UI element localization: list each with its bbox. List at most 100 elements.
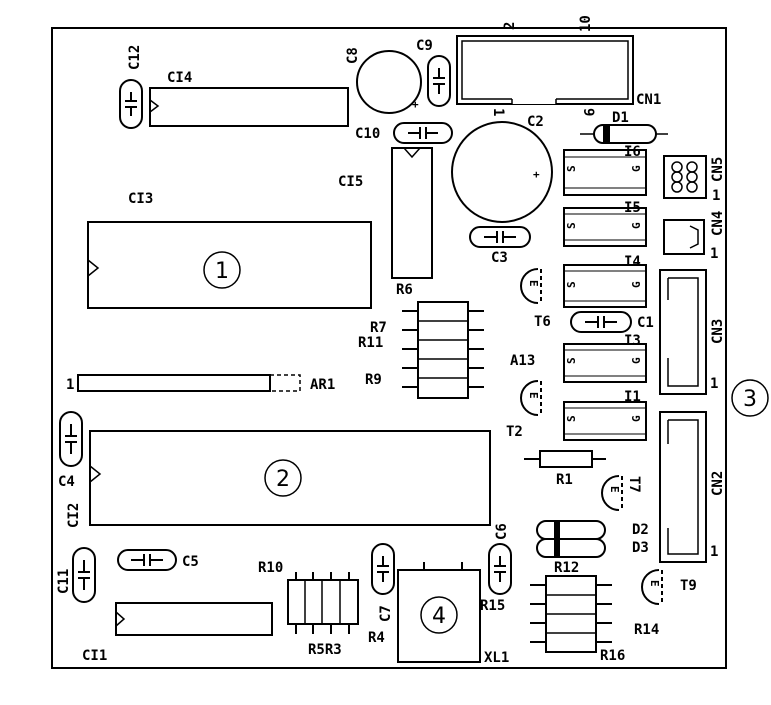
label-c11: C11 [56,569,72,594]
label-ar1-pin1: 1 [66,377,74,393]
label-ci1: CI1 [82,648,107,664]
marker-1: 1 [203,251,241,289]
capacitor-c1 [570,311,632,333]
capacitor-c5 [117,549,177,571]
label-r4: R4 [368,630,385,646]
diode-d2 [536,520,606,540]
svg-text:4: 4 [432,604,446,629]
svg-text:G: G [630,281,643,288]
ic-i6: S G [563,149,647,196]
label-ci4: CI4 [167,70,192,86]
label-r10: R10 [258,560,283,576]
label-c6: C6 [494,523,510,540]
ic-ci3 [87,221,372,309]
label-d2: D2 [632,522,649,538]
capacitor-c2: + [451,121,553,223]
label-t2: T2 [506,424,523,440]
label-d3: D3 [632,540,649,556]
label-c12: C12 [127,45,143,70]
ic-ci5 [391,147,433,279]
resistor-bank-r10 [287,572,359,634]
ic-i5: S G [563,207,647,247]
label-ar1: AR1 [310,377,335,393]
label-r15: R15 [480,598,505,614]
label-c10: C10 [355,126,380,142]
connector-cn3 [659,269,707,395]
label-cn4-pin1: 1 [710,246,718,262]
svg-text:E: E [648,580,661,587]
svg-text:G: G [630,165,643,172]
capacitor-c4 [59,411,83,467]
label-i6: I6 [624,144,641,160]
label-c7: C7 [378,605,394,622]
capacitor-c6 [488,543,512,595]
crystal-xl1 [397,562,481,663]
label-c5: C5 [182,554,199,570]
label-xl1: XL1 [484,650,509,666]
label-t6: T6 [534,314,551,330]
label-cn1-pin10: 10 [578,15,594,32]
ic-i4: S G [563,264,647,308]
transistor-t9: E [641,569,663,605]
svg-text:S: S [565,222,578,229]
ic-ci1 [115,602,273,636]
svg-text:E: E [608,486,621,493]
marker-2: 2 [264,459,302,497]
svg-text:E: E [527,392,540,399]
label-cn3: CN3 [710,319,726,344]
label-c4: C4 [58,474,75,490]
label-r16: R16 [600,648,625,664]
connector-cn5 [663,155,707,199]
label-i1: I1 [624,389,641,405]
svg-text:G: G [630,222,643,229]
label-cn5-pin1: 1 [712,188,720,204]
connector-cn1 [456,35,634,105]
connector-ar1 [77,374,301,392]
capacitor-c11 [72,547,96,603]
label-t7: T7 [626,476,642,493]
ic-ci2 [89,430,491,526]
label-ci2: CI2 [66,503,82,528]
label-cn4: CN4 [710,211,726,236]
label-cn3-pin1: 1 [710,376,718,392]
label-ci3: CI3 [128,191,153,207]
svg-text:+: + [412,98,419,111]
label-i5: I5 [624,200,641,216]
resistor-r1 [524,450,606,468]
resistor-array-r12 [530,575,612,653]
capacitor-c7 [371,543,395,595]
svg-text:G: G [630,415,643,422]
svg-text:S: S [565,165,578,172]
label-i4: I4 [624,254,641,270]
label-cn5: CN5 [710,157,726,182]
label-cn2-pin1: 1 [710,544,718,560]
svg-text:+: + [533,168,540,181]
label-cn1-pin9: 9 [580,108,596,116]
capacitor-c12 [119,79,143,129]
capacitor-c10 [393,122,453,144]
label-r11: R11 [358,335,383,351]
svg-text:S: S [565,281,578,288]
label-cn1-pin1: 1 [490,108,506,116]
label-t9: T9 [680,578,697,594]
marker-4: 4 [420,596,458,634]
connector-cn4 [663,219,705,255]
label-cn2: CN2 [710,471,726,496]
svg-text:2: 2 [276,467,290,492]
board-outline [51,27,727,669]
label-r9: R9 [365,372,382,388]
ic-ci4 [149,87,349,127]
svg-text:E: E [527,280,540,287]
svg-text:S: S [565,415,578,422]
label-r6: R6 [396,282,413,298]
ic-i3: S G [563,343,647,383]
svg-text:S: S [565,357,578,364]
capacitor-c9 [427,55,451,107]
ic-i1: S G [563,401,647,441]
svg-text:G: G [630,357,643,364]
label-c3: C3 [491,250,508,266]
transistor-t7: E [601,475,623,511]
capacitor-c8: + [356,50,422,114]
label-c8: C8 [345,47,361,64]
